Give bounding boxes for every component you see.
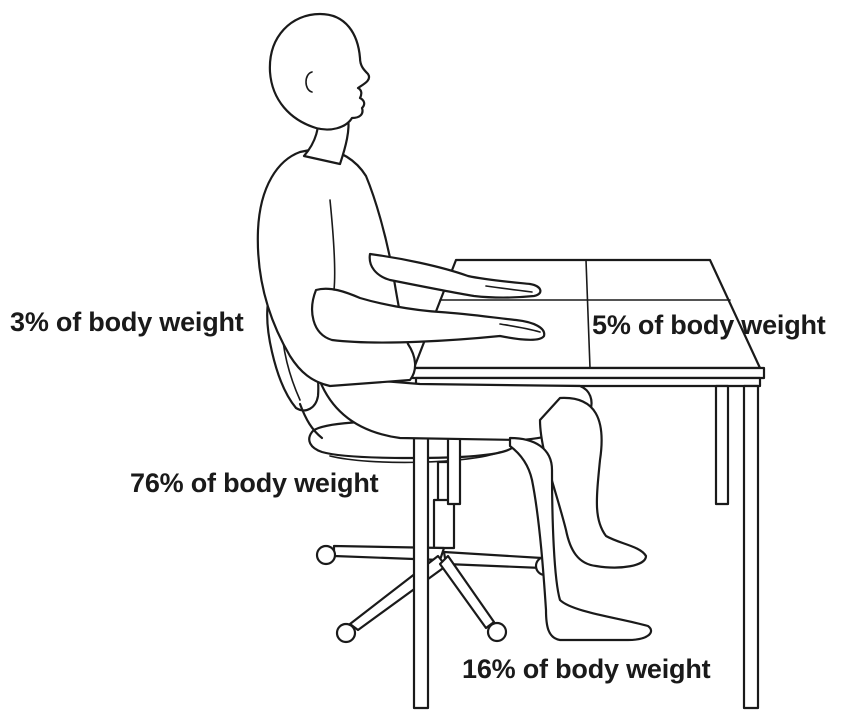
head — [270, 14, 369, 130]
feet-weight-label: 16% of body weight — [462, 656, 710, 683]
seat-weight-label: 76% of body weight — [130, 470, 378, 497]
rear-lower-leg — [540, 398, 646, 568]
caster-wheel — [337, 624, 355, 642]
desk-weight-label: 5% of body weight — [592, 312, 826, 339]
caster-wheel — [488, 623, 506, 641]
desk-leg-front-right — [744, 386, 758, 708]
chair-base — [317, 546, 554, 642]
caster-wheel — [317, 546, 335, 564]
arms-weight-label: 3% of body weight — [10, 309, 244, 336]
desk-leg-back-right — [716, 386, 728, 504]
